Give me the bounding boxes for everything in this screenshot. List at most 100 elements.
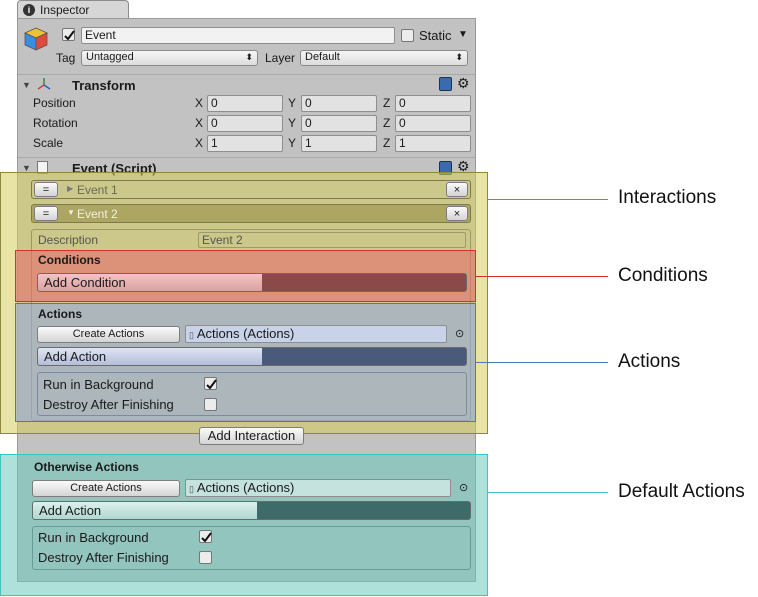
- position-z-field[interactable]: 0: [395, 95, 471, 112]
- add-action-label: Add Action: [44, 349, 107, 364]
- interactions-callout-line: [488, 199, 608, 200]
- active-checkbox[interactable]: [62, 28, 75, 41]
- foldout-arrow-icon[interactable]: ▶: [67, 184, 74, 193]
- gear-icon[interactable]: ⚙: [457, 158, 470, 174]
- scale-label: Scale: [33, 136, 64, 150]
- object-picker-icon: ▯: [189, 484, 194, 494]
- destroy-after-finishing-label: Destroy After Finishing: [43, 397, 174, 412]
- y-axis-label[interactable]: Y: [288, 136, 297, 150]
- add-condition-button[interactable]: Add Condition: [37, 273, 467, 292]
- rotation-label: Rotation: [33, 116, 78, 130]
- default-actions-highlight: [0, 454, 488, 596]
- rotation-x-field[interactable]: 0: [207, 115, 283, 132]
- position-label: Position: [33, 96, 76, 110]
- y-axis-label[interactable]: Y: [288, 116, 297, 130]
- rotation-y-field[interactable]: 0: [301, 115, 377, 132]
- tag-label: Tag: [56, 51, 76, 65]
- description-field[interactable]: Event 2: [198, 232, 466, 248]
- run-in-background-checkbox[interactable]: [204, 377, 217, 390]
- position-y-field[interactable]: 0: [301, 95, 377, 112]
- remove-event-1-button[interactable]: ×: [446, 182, 468, 197]
- scale-z-field[interactable]: 1: [395, 135, 471, 152]
- rotation-z-field[interactable]: 0: [395, 115, 471, 132]
- dropdown-arrow-icon[interactable]: ▼: [458, 29, 468, 40]
- add-condition-fill: [38, 274, 262, 291]
- inspector-icon: i: [23, 4, 35, 16]
- actions-callout-label: Actions: [618, 351, 681, 372]
- object-picker-icon: ▯: [189, 330, 194, 340]
- checkmark-icon: [64, 30, 75, 41]
- conditions-callout-label: Conditions: [618, 265, 708, 286]
- add-action-fill: [38, 348, 262, 365]
- otherwise-create-actions-button[interactable]: Create Actions: [32, 480, 180, 497]
- run-in-background-label: Run in Background: [43, 377, 154, 392]
- transform-axes-icon: [36, 77, 52, 91]
- default-actions-callout-label: Default Actions: [618, 481, 745, 502]
- action-options-box: [37, 372, 467, 416]
- actions-object-field[interactable]: ▯ Actions (Actions): [185, 325, 447, 343]
- description-label: Description: [38, 233, 99, 247]
- layer-value: Default: [305, 51, 340, 63]
- object-picker-icon[interactable]: ⊙: [455, 328, 465, 340]
- dropdown-arrow-icon: ⬍: [245, 52, 253, 62]
- checkmark-icon: [201, 532, 212, 543]
- event-1-label: Event 1: [77, 183, 118, 197]
- cube-icon: [23, 26, 49, 52]
- transform-header[interactable]: [18, 74, 475, 94]
- drag-handle[interactable]: =: [34, 206, 58, 221]
- tag-dropdown[interactable]: Untagged ⬍: [81, 50, 258, 66]
- create-actions-button[interactable]: Create Actions: [37, 326, 180, 343]
- add-condition-label: Add Condition: [44, 275, 126, 290]
- foldout-arrow-icon[interactable]: ▼: [22, 80, 31, 90]
- scale-y-field[interactable]: 1: [301, 135, 377, 152]
- layer-label: Layer: [265, 51, 296, 65]
- y-axis-label[interactable]: Y: [288, 96, 297, 110]
- remove-event-2-button[interactable]: ×: [446, 206, 468, 221]
- object-name-field[interactable]: Event: [81, 27, 395, 44]
- gear-icon[interactable]: ⚙: [457, 75, 470, 91]
- x-axis-label[interactable]: X: [195, 96, 204, 110]
- otherwise-destroy-after-finishing-label: Destroy After Finishing: [38, 550, 169, 565]
- x-axis-label[interactable]: X: [195, 116, 204, 130]
- otherwise-actions-object-field[interactable]: ▯ Actions (Actions): [185, 479, 451, 497]
- conditions-title: Conditions: [38, 253, 101, 267]
- drag-handle[interactable]: =: [34, 182, 58, 197]
- tag-value: Untagged: [86, 51, 134, 63]
- static-checkbox[interactable]: [401, 29, 414, 42]
- z-axis-label[interactable]: Z: [383, 96, 391, 110]
- add-action-button[interactable]: Add Action: [37, 347, 467, 366]
- position-x-field[interactable]: 0: [207, 95, 283, 112]
- actions-title: Actions: [38, 307, 83, 321]
- conditions-callout-line: [476, 276, 608, 277]
- otherwise-add-action-label: Add Action: [39, 503, 102, 518]
- dropdown-arrow-icon: ⬍: [455, 52, 463, 62]
- otherwise-actions-title: Otherwise Actions: [34, 460, 139, 474]
- otherwise-add-action-fill: [33, 502, 257, 519]
- layer-dropdown[interactable]: Default ⬍: [300, 50, 468, 66]
- inspector-tab[interactable]: i Inspector: [17, 0, 129, 19]
- interactions-callout-label: Interactions: [618, 187, 717, 208]
- x-axis-label[interactable]: X: [195, 136, 204, 150]
- otherwise-destroy-after-finishing-checkbox[interactable]: [199, 551, 212, 564]
- z-axis-label[interactable]: Z: [383, 136, 391, 150]
- scale-x-field[interactable]: 1: [207, 135, 283, 152]
- foldout-arrow-icon[interactable]: ▼: [67, 208, 75, 217]
- book-icon[interactable]: [439, 77, 452, 91]
- otherwise-actions-object-value: Actions (Actions): [196, 480, 295, 495]
- event-script-header[interactable]: [18, 157, 475, 177]
- add-interaction-button[interactable]: Add Interaction: [199, 427, 304, 445]
- z-axis-label[interactable]: Z: [383, 116, 391, 130]
- event-2-label: Event 2: [77, 207, 118, 221]
- checkmark-icon: [206, 379, 217, 390]
- otherwise-run-in-background-checkbox[interactable]: [199, 530, 212, 543]
- otherwise-run-in-background-label: Run in Background: [38, 530, 149, 545]
- default-actions-callout-line: [488, 492, 608, 493]
- inspector-tab-label: Inspector: [40, 3, 90, 17]
- list-item[interactable]: = ▶ Event 1 ×: [31, 180, 471, 199]
- otherwise-add-action-button[interactable]: Add Action: [32, 501, 471, 520]
- destroy-after-finishing-checkbox[interactable]: [204, 398, 217, 411]
- foldout-arrow-icon[interactable]: ▼: [22, 163, 31, 173]
- list-item[interactable]: = ▼ Event 2 ×: [31, 204, 471, 223]
- actions-object-value: Actions (Actions): [196, 326, 295, 341]
- object-picker-icon[interactable]: ⊙: [459, 482, 469, 494]
